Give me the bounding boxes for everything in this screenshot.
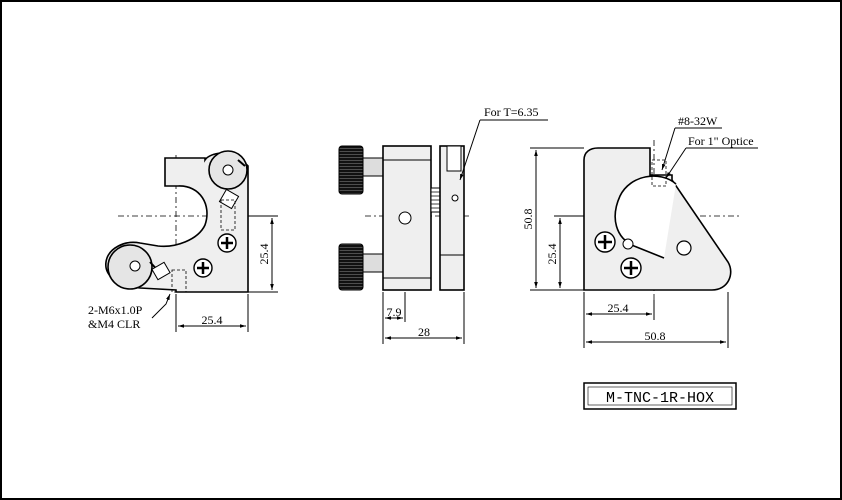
optic-note: For 1" Optice bbox=[688, 134, 754, 148]
left-screw-1 bbox=[217, 233, 237, 253]
thickness-note: For T=6.35 bbox=[484, 105, 539, 119]
left-screw-2 bbox=[193, 258, 213, 278]
left-height-dim: 25.4 bbox=[257, 244, 271, 265]
right-total-width-dim: 50.8 bbox=[645, 329, 666, 343]
right-center-width-dim: 25.4 bbox=[608, 301, 629, 315]
screw-note: #8-32W bbox=[678, 114, 718, 128]
side-small-dim: 7.9 bbox=[387, 305, 402, 319]
right-view bbox=[530, 127, 758, 348]
side-total-dim: 28 bbox=[418, 325, 430, 339]
right-total-height-dim: 50.8 bbox=[521, 209, 535, 230]
part-number: M-TNC-1R-HOX bbox=[606, 390, 714, 407]
hole-note-line2: &M4 CLR bbox=[88, 317, 140, 331]
lower-knurled-knob bbox=[338, 243, 364, 291]
hole-note-line1: 2-M6x1.0P bbox=[88, 303, 143, 317]
upper-knurled-knob bbox=[338, 145, 364, 195]
side-view bbox=[338, 119, 548, 344]
left-width-dim: 25.4 bbox=[202, 313, 223, 327]
part-number-box bbox=[583, 382, 737, 410]
left-view bbox=[105, 150, 278, 332]
right-screw-1 bbox=[594, 231, 616, 253]
right-center-height-dim: 25.4 bbox=[545, 244, 559, 265]
right-screw-2 bbox=[620, 257, 642, 279]
